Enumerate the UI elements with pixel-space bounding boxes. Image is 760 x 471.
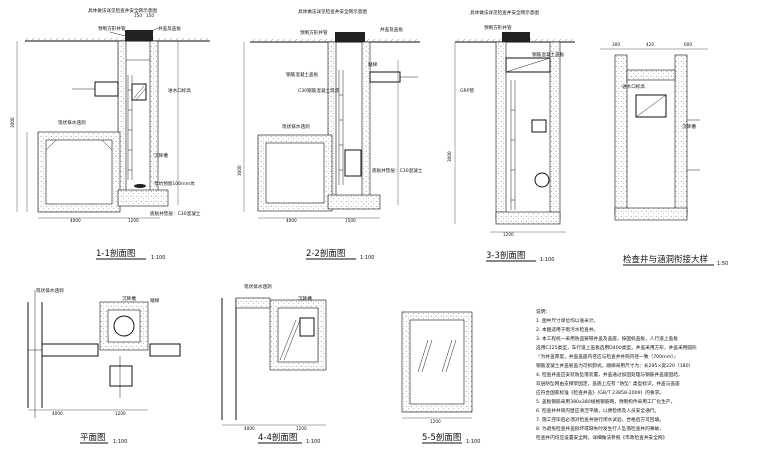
note-line: 3. 本工程统一采用防盗铸铁井盖及盖座，按国标盖板，人行道上盖板 bbox=[536, 335, 678, 342]
svg-text:3000: 3000 bbox=[237, 165, 242, 176]
scale-4-4: 1:100 bbox=[306, 439, 320, 445]
svg-text:150: 150 bbox=[134, 13, 142, 18]
section-1-1: 3000 4000 1200 150 150 具体做法详见检查井安全网示意图 预… bbox=[10, 7, 210, 261]
svg-text:3000: 3000 bbox=[447, 151, 452, 162]
label-detail-settle: 沉降槽 bbox=[682, 123, 696, 130]
label-safety-net-3: 具体做法详见检查井安全网示意图 bbox=[470, 9, 539, 16]
label-bottom-2: 底板井垫层：C30混凝土 bbox=[372, 167, 423, 174]
label-gr-3: GRP管 bbox=[460, 87, 475, 94]
dim-4000-a: 4000 bbox=[70, 218, 81, 223]
label-steel-cover-2: 钢筋混凝土盖板 bbox=[286, 71, 319, 78]
dim-1200-a: 1200 bbox=[128, 218, 139, 223]
note-line: 5. 盖板钢筋采用380x380规格钢筋网，预制构件采用工厂化生产， bbox=[536, 398, 675, 405]
title-3-3: 3-3剖面图 bbox=[486, 250, 525, 261]
label-culvert-2: 现状排水涵洞 bbox=[282, 123, 310, 130]
dim-600-d: 600 bbox=[684, 42, 692, 47]
label-steel-cover-3: 钢筋混凝土盖板 bbox=[532, 51, 565, 58]
note-line: 『为井盖厚度，井盖盖座内径应与检查井井筒内径一致（700mm）』 bbox=[536, 353, 678, 360]
label-detail-inlet: 进水口标高 bbox=[622, 83, 645, 90]
label-settle-1: 沉降槽 bbox=[154, 152, 168, 159]
inlet-pipe bbox=[94, 81, 119, 97]
label-step-2: 踏梯 bbox=[368, 61, 378, 68]
dim-420-d: 420 bbox=[646, 42, 654, 47]
note-line: 1. 图中尺寸单位均以毫米计。 bbox=[536, 317, 598, 324]
section-5-5: 1200 5-5剖面图 1:100 bbox=[401, 311, 480, 445]
title-plan: 平面图 bbox=[80, 433, 106, 443]
label-pump-1: 泵坑预留100mm坑 bbox=[154, 180, 195, 187]
label-cover-1: 井盖及盖板 bbox=[158, 25, 181, 32]
plan-view: 4000 1200 现状排水涵洞 沉降槽 踏梯 平面图 1:100 bbox=[27, 287, 181, 445]
label-culvert-plan: 现状排水涵洞 bbox=[36, 287, 64, 294]
title-5-5: 5-5剖面图 bbox=[422, 432, 461, 443]
svg-text:150: 150 bbox=[146, 13, 154, 18]
title-4-4: 4-4剖面图 bbox=[258, 432, 297, 443]
note-line: 应符合国家标准《检查井盖》（GB/T 23858-2009）的要求。 bbox=[536, 389, 664, 396]
dim-1200-c: 1200 bbox=[503, 232, 514, 237]
label-wall-2: C30钢筋混凝土现浇 bbox=[298, 87, 340, 94]
dim-4000-p: 4000 bbox=[52, 411, 63, 416]
label-settle-4: 沉降槽 bbox=[298, 295, 312, 302]
note-line: 4. 检查井盖应安装防坠落装置，井盖通过加固处理与钢筋井盖座固结， bbox=[536, 371, 683, 378]
dim-4000-b: 4000 bbox=[286, 218, 297, 223]
title-1-1: 1-1剖面图 bbox=[96, 248, 135, 259]
label-cover-2: 井盖及盖板 bbox=[380, 26, 403, 33]
note-line: 2. 本图适用于雨污水检查井。 bbox=[536, 326, 598, 333]
dim-1200-p: 1200 bbox=[115, 411, 126, 416]
note-line: 双层防坠网由支撑架固定，盖底上应有 “防坠” 类型标识，井盖与盖座 bbox=[536, 380, 680, 387]
section-4-4: 4000 1200 现状排水涵洞 沉降槽 4-4剖面图 1:100 bbox=[221, 283, 327, 445]
title-detail: 检查井与涵洞衔接大样 bbox=[623, 254, 709, 265]
note-line: 8. 为避免检查井盖损坏或缺失时发生行人坠落检查井的事故， bbox=[536, 425, 664, 432]
detail-manhole-culvert-junction: 300 420 600 进水口标高 沉降槽 检查井与涵洞衔接大样 1:50 bbox=[600, 42, 728, 267]
label-settle-plan: 沉降槽 bbox=[122, 295, 136, 302]
label-bottom-1: 底板井垫层：C30混凝土 bbox=[150, 210, 201, 217]
label-inlet-1: 进水口标高 bbox=[168, 87, 191, 94]
dim-1500-b: 1500 bbox=[345, 218, 356, 223]
design-notes: 说明： 1. 图中尺寸单位均以毫米计。 2. 本图适用于雨污水检查井。 3. 本… bbox=[536, 308, 697, 441]
dim-4000-e: 4000 bbox=[244, 426, 255, 431]
label-precast-pipe-2: 预制方形井管 bbox=[300, 29, 328, 36]
title-2-2: 2-2剖面图 bbox=[306, 248, 345, 259]
scale-1-1: 1:100 bbox=[151, 255, 165, 261]
scale-2-2: 1:100 bbox=[360, 255, 374, 261]
note-line: 钢筋混凝土井盖板盖为可拆卸式，踏梯采用尺寸为：长295×宽220（180） bbox=[536, 362, 693, 369]
label-culvert-1: 现状排水涵洞 bbox=[58, 119, 86, 126]
label-culvert-4: 现状排水涵洞 bbox=[244, 283, 272, 290]
dim-300-d: 300 bbox=[612, 42, 620, 47]
section-3-3: 3000 1200 具体做法详见检查井安全网示意图 预制方形井管 钢筋混凝土盖板… bbox=[447, 9, 575, 263]
ladder-steps-2 bbox=[338, 70, 344, 185]
dim-1200-f: 1200 bbox=[430, 419, 441, 424]
label-precast-pipe-3: 预制方形井管 bbox=[484, 24, 512, 31]
label-precast-pipe-1: 预制方形井管 bbox=[98, 25, 126, 32]
svg-text:3000: 3000 bbox=[10, 117, 15, 128]
note-line: 检查井内均应设置安全网，详细做法参照《市政检查井安全网》 bbox=[536, 434, 667, 441]
section-2-2: 3000 4000 1500 具体做法详见检查井安全网示意图 预制方形井管 井盖… bbox=[237, 8, 423, 261]
dim-1200-e: 1200 bbox=[296, 426, 307, 431]
scale-plan: 1:100 bbox=[113, 439, 127, 445]
note-line: 7. 施工完毕后必须对检查井进行闭水试验，合格后方可回填。 bbox=[536, 416, 664, 423]
label-safety-net-1: 具体做法详见检查井安全网示意图 bbox=[88, 7, 157, 14]
notes-header: 说明： bbox=[536, 308, 550, 315]
ladder-steps-3 bbox=[510, 80, 516, 210]
scale-3-3: 1:100 bbox=[540, 257, 554, 263]
scale-5-5: 1:100 bbox=[466, 439, 480, 445]
scale-detail: 1:50 bbox=[717, 261, 728, 267]
ladder-steps bbox=[127, 75, 133, 180]
label-safety-net-2: 具体做法详见检查井安全网示意图 bbox=[298, 8, 367, 15]
note-line: 选用C125类型，车行道上盖板选用D400类型，井盖采用方形，井盖采用圆形 bbox=[536, 344, 697, 351]
note-line: 6. 检查井井筒内壁应清洁平顺，以便检修及人员安全通行。 bbox=[536, 407, 659, 414]
label-step-plan: 踏梯 bbox=[150, 297, 160, 304]
manhole-cover bbox=[125, 30, 153, 41]
